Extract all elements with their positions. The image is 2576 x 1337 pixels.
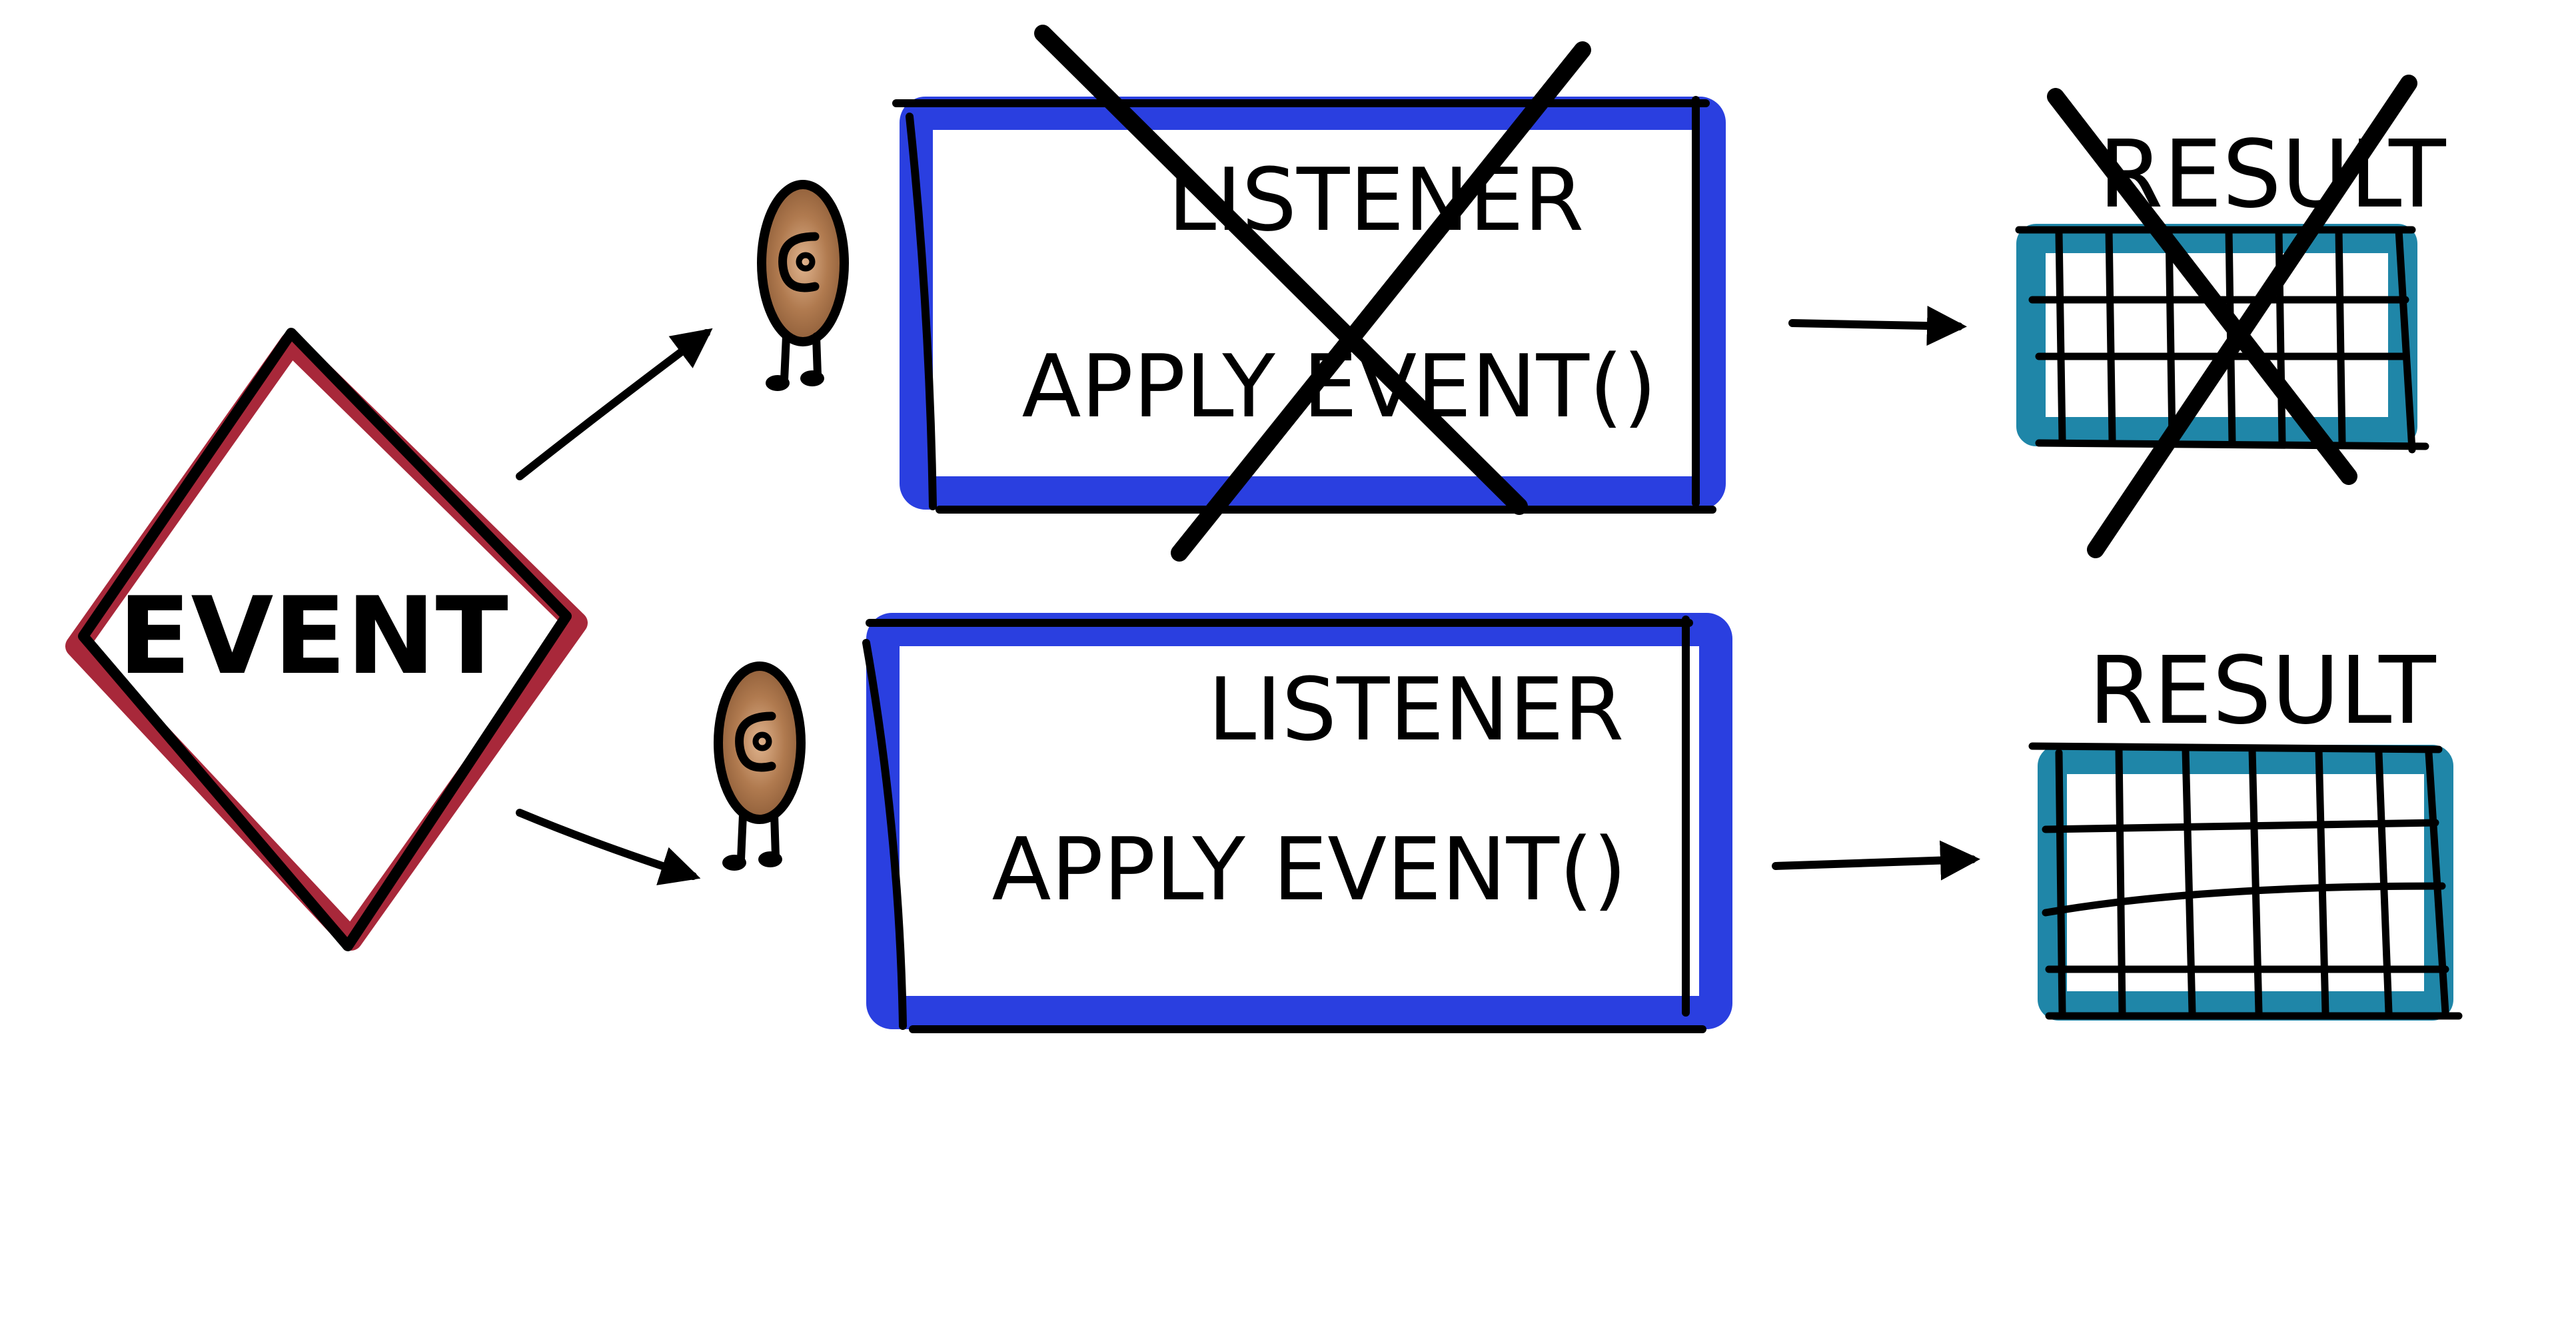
arrow-listener-1-to-result [1788, 306, 1967, 346]
result-label: RESULT [2098, 121, 2446, 229]
listener-box-1: LISTENER APPLY EVENT() [892, 25, 1726, 562]
grid-table-icon [2028, 742, 2463, 1021]
listener-box-border [866, 613, 1732, 1029]
result-2: RESULT [2028, 637, 2463, 1021]
listener-box-border [900, 97, 1726, 510]
arrow-listener-2-to-result [1772, 840, 1980, 881]
event-label: EVENT [118, 574, 508, 698]
result-1: RESULT [2015, 75, 2446, 558]
x-mark-icon [2047, 75, 2417, 558]
listener-title: LISTENER [1168, 149, 1585, 250]
listener-title: LISTENER [1208, 659, 1624, 760]
ear-icon [757, 180, 849, 391]
listener-box-2: LISTENER APPLY EVENT() [862, 613, 1732, 1033]
ear-icon [714, 662, 806, 871]
listener-method: APPLY EVENT() [992, 819, 1627, 920]
x-mark-icon [1034, 25, 1591, 562]
result-label: RESULT [2088, 637, 2436, 745]
arrow-event-to-listener-1 [516, 328, 713, 480]
event-diamond-outline [78, 328, 572, 951]
grid-table-icon [2015, 224, 2429, 454]
event-node: EVENT [65, 328, 588, 951]
arrow-event-to-listener-2 [516, 809, 701, 885]
